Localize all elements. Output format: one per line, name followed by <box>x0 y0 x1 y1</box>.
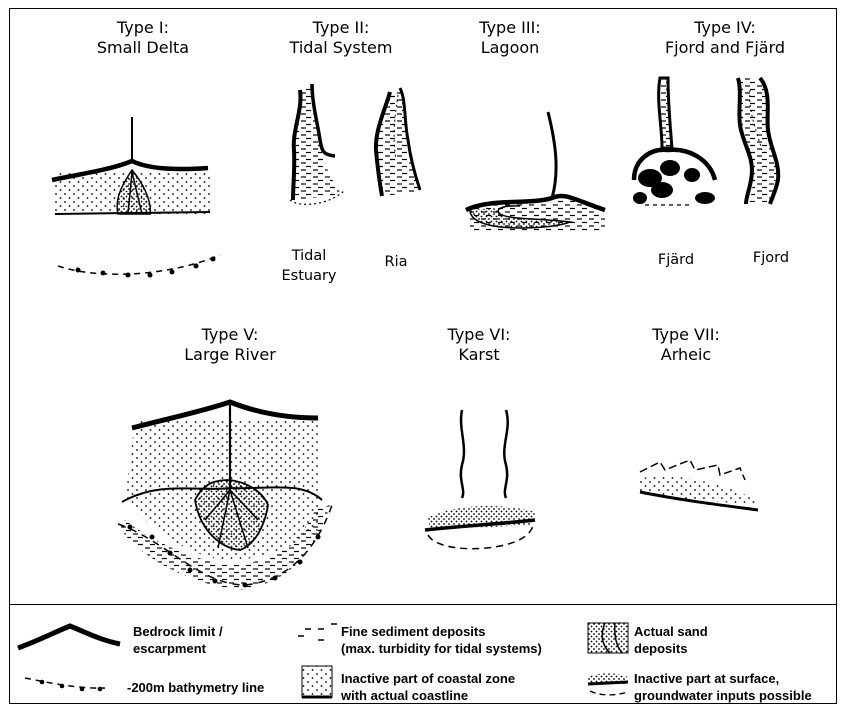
legend-inactive-surface-text: Inactive part at surface, groundwater in… <box>634 671 812 704</box>
legend-bathy-text: -200m bathymetry line <box>127 680 264 697</box>
legend-fine-text: Fine sediment deposits (max. turbidity f… <box>341 624 542 657</box>
legend-sand-line1: Actual sand <box>634 624 708 641</box>
legend-bedrock-line2: escarpment <box>133 641 223 658</box>
legend-sand-text: Actual sand deposits <box>634 624 708 657</box>
type-2-tidal-estuary-sketch <box>290 84 345 204</box>
legend-sand-symbol <box>588 623 628 653</box>
type-1-small-delta-sketch <box>52 117 220 278</box>
legend-bedrock-symbol <box>18 626 120 648</box>
legend-fine-line2: (max. turbidity for tidal systems) <box>341 641 542 658</box>
legend-bedrock-line1: Bedrock limit / <box>133 624 223 641</box>
legend-inactive-surface-line2: groundwater inputs possible <box>634 688 812 705</box>
type-5-large-river-sketch <box>118 402 332 590</box>
type-4-fjard-sketch <box>633 78 715 205</box>
type-3-lagoon-sketch <box>466 112 605 232</box>
legend-bedrock-text: Bedrock limit / escarpment <box>133 624 223 657</box>
legend-inactive-coast-line1: Inactive part of coastal zone <box>341 671 515 688</box>
legend-bathy-symbol <box>25 678 105 688</box>
legend-fine-line1: Fine sediment deposits <box>341 624 542 641</box>
legend-inactive-surface-symbol <box>588 673 628 695</box>
legend-inactive-coast-text: Inactive part of coastal zone with actua… <box>341 671 515 704</box>
legend-inactive-coast-line2: with actual coastline <box>341 688 515 705</box>
legend-inactive-surface-line1: Inactive part at surface, <box>634 671 812 688</box>
legend-sand-line2: deposits <box>634 641 708 658</box>
type-4-fjord-sketch <box>738 78 778 204</box>
type-6-karst-sketch <box>425 410 535 549</box>
type-7-arheic-sketch <box>638 460 758 510</box>
legend-inactive-coast-symbol <box>302 666 332 697</box>
type-2-ria-sketch <box>376 88 420 196</box>
legend-fine-sediment-symbol <box>298 624 337 640</box>
